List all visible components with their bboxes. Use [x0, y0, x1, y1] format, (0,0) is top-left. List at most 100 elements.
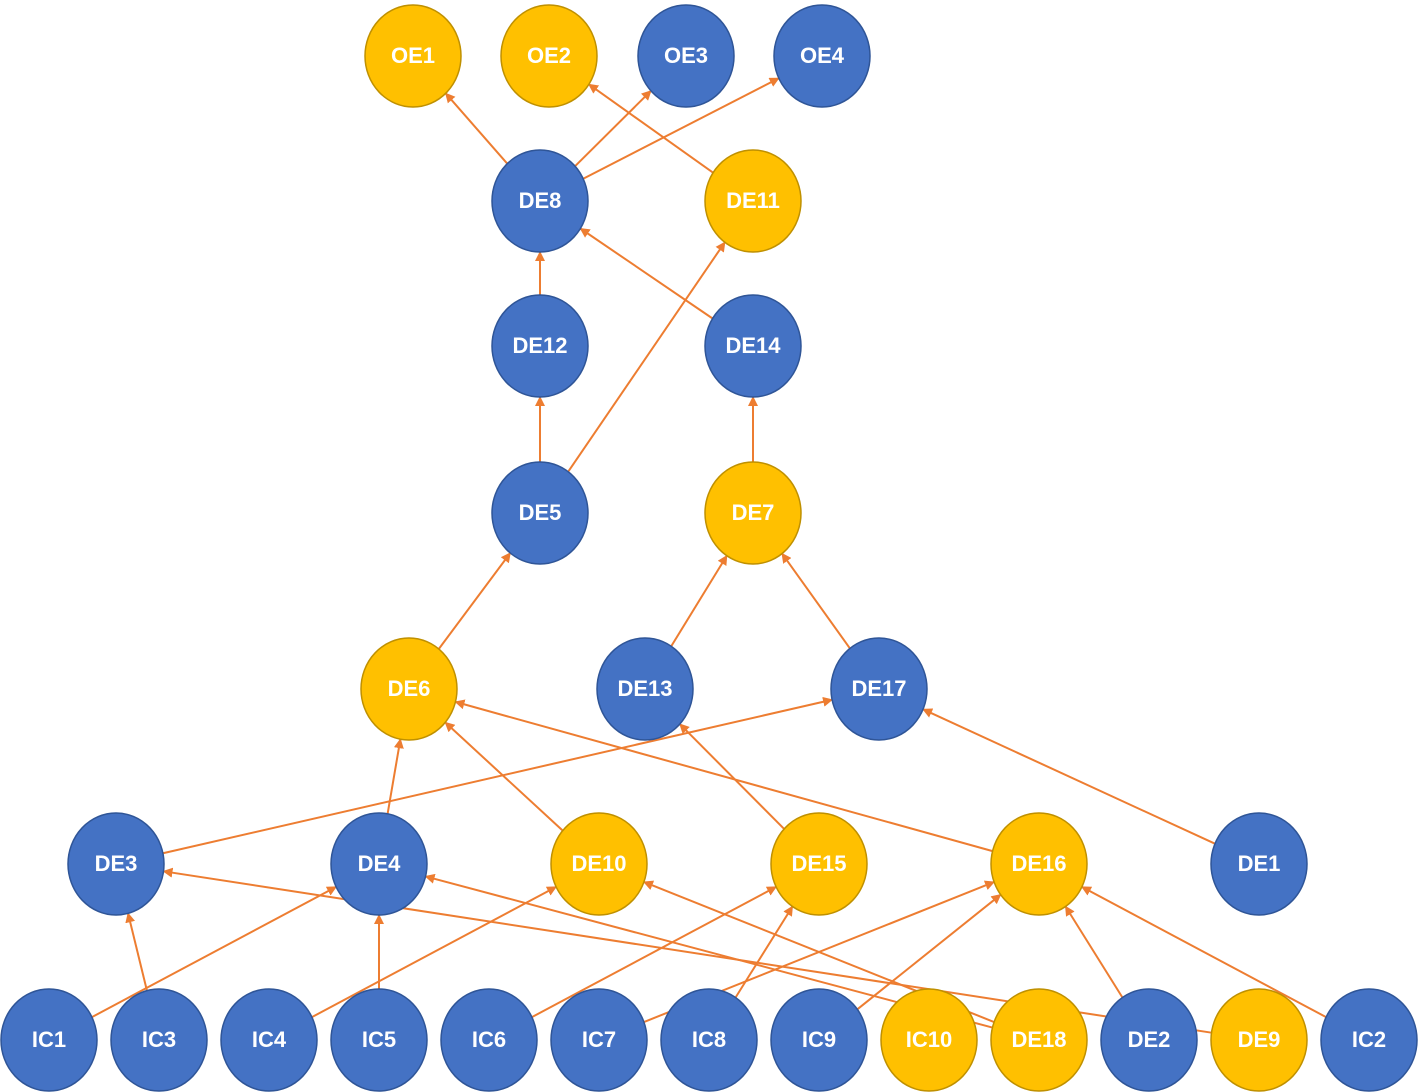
node-de14[interactable]: DE14 — [704, 294, 802, 398]
node-de1[interactable]: DE1 — [1210, 812, 1308, 916]
node-de8[interactable]: DE8 — [491, 149, 589, 253]
node-ic6[interactable]: IC6 — [440, 988, 538, 1092]
node-circle — [1210, 812, 1308, 916]
node-circle — [364, 4, 462, 108]
node-label: IC9 — [802, 1027, 836, 1052]
node-circle — [220, 988, 318, 1092]
node-circle — [1210, 988, 1308, 1092]
node-circle — [704, 461, 802, 565]
node-oe2[interactable]: OE2 — [500, 4, 598, 108]
node-circle — [550, 812, 648, 916]
node-circle — [596, 637, 694, 741]
node-de11[interactable]: DE11 — [704, 149, 802, 253]
node-label: DE15 — [791, 851, 846, 876]
node-circle — [500, 4, 598, 108]
node-ic3[interactable]: IC3 — [110, 988, 208, 1092]
edge-ic6-to-de15 — [531, 885, 777, 1019]
node-label: DE16 — [1011, 851, 1066, 876]
edge-de16-to-de6 — [454, 699, 993, 853]
node-circle — [1100, 988, 1198, 1092]
node-oe1[interactable]: OE1 — [364, 4, 462, 108]
node-label: IC7 — [582, 1027, 616, 1052]
edge-de11-to-oe2 — [588, 83, 714, 174]
node-ic4[interactable]: IC4 — [220, 988, 318, 1092]
node-label: DE6 — [388, 676, 431, 701]
node-label: OE1 — [391, 43, 435, 68]
node-de15[interactable]: DE15 — [770, 812, 868, 916]
node-label: IC2 — [1352, 1027, 1386, 1052]
node-circle — [880, 988, 978, 1092]
node-label: DE9 — [1238, 1027, 1281, 1052]
node-label: DE18 — [1011, 1027, 1066, 1052]
node-ic9[interactable]: IC9 — [770, 988, 868, 1092]
node-de12[interactable]: DE12 — [491, 294, 589, 398]
node-circle — [110, 988, 208, 1092]
node-label: OE4 — [800, 43, 845, 68]
node-circle — [830, 637, 928, 741]
node-label: DE17 — [851, 676, 906, 701]
edge-de8-to-oe3 — [574, 90, 652, 167]
node-label: DE12 — [512, 333, 567, 358]
node-circle — [360, 637, 458, 741]
node-de5[interactable]: DE5 — [491, 461, 589, 565]
node-circle — [440, 988, 538, 1092]
edge-de14-to-de8 — [579, 227, 714, 320]
node-de17[interactable]: DE17 — [830, 637, 928, 741]
edge-ic1-to-de4 — [91, 885, 337, 1019]
node-circle — [704, 149, 802, 253]
node-label: IC3 — [142, 1027, 176, 1052]
node-label: DE1 — [1238, 851, 1281, 876]
node-oe3[interactable]: OE3 — [637, 4, 735, 108]
node-ic2[interactable]: IC2 — [1320, 988, 1418, 1092]
edge-de8-to-oe1 — [444, 92, 509, 165]
node-circle — [491, 294, 589, 398]
node-label: IC5 — [362, 1027, 396, 1052]
node-de3[interactable]: DE3 — [67, 812, 165, 916]
node-ic7[interactable]: IC7 — [550, 988, 648, 1092]
node-circle — [770, 812, 868, 916]
node-circle — [770, 988, 868, 1092]
node-de16[interactable]: DE16 — [990, 812, 1088, 916]
node-ic5[interactable]: IC5 — [330, 988, 428, 1092]
node-circle — [704, 294, 802, 398]
node-label: IC10 — [906, 1027, 952, 1052]
node-label: IC6 — [472, 1027, 506, 1052]
edge-de8-to-oe4 — [582, 77, 780, 180]
node-label: IC1 — [32, 1027, 66, 1052]
node-ic8[interactable]: IC8 — [660, 988, 758, 1092]
node-circle — [330, 988, 428, 1092]
node-de7[interactable]: DE7 — [704, 461, 802, 565]
edge-de15-to-de13 — [679, 723, 785, 830]
node-label: OE3 — [664, 43, 708, 68]
node-circle — [1320, 988, 1418, 1092]
node-label: DE8 — [519, 188, 562, 213]
node-circle — [67, 812, 165, 916]
node-de13[interactable]: DE13 — [596, 637, 694, 741]
node-oe4[interactable]: OE4 — [773, 4, 871, 108]
node-ic10[interactable]: IC10 — [880, 988, 978, 1092]
edge-ic2-to-de16 — [1081, 885, 1327, 1019]
node-circle — [550, 988, 648, 1092]
node-circle — [637, 4, 735, 108]
edge-de6-to-de5 — [437, 552, 512, 650]
node-de18[interactable]: DE18 — [990, 988, 1088, 1092]
node-label: DE10 — [571, 851, 626, 876]
node-circle — [491, 149, 589, 253]
edge-ic4-to-de10 — [311, 885, 557, 1019]
node-de9[interactable]: DE9 — [1210, 988, 1308, 1092]
node-de6[interactable]: DE6 — [360, 637, 458, 741]
node-label: DE5 — [519, 500, 562, 525]
node-de10[interactable]: DE10 — [550, 812, 648, 916]
node-circle — [0, 988, 98, 1092]
edge-ic3-to-de3 — [125, 912, 148, 991]
node-de2[interactable]: DE2 — [1100, 988, 1198, 1092]
edge-de4-to-de6 — [386, 738, 404, 814]
node-de4[interactable]: DE4 — [330, 812, 428, 916]
edge-de2-to-de16 — [1064, 905, 1124, 999]
node-label: DE2 — [1128, 1027, 1171, 1052]
node-ic1[interactable]: IC1 — [0, 988, 98, 1092]
edge-ic8-to-de15 — [734, 905, 794, 999]
edge-ic9-to-de16 — [856, 893, 1002, 1011]
node-label: DE13 — [617, 676, 672, 701]
